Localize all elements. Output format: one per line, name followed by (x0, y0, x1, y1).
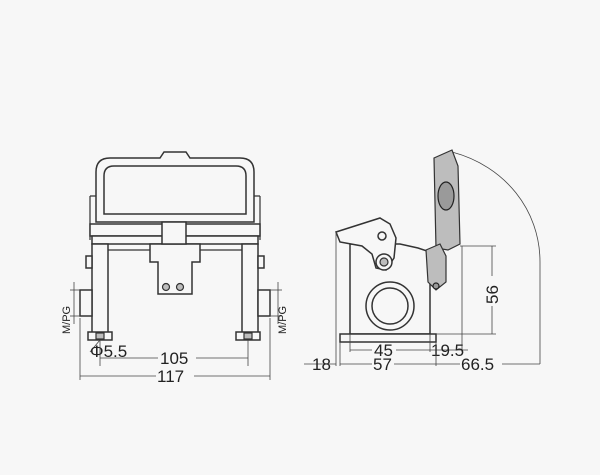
center-lock-block (149, 243, 201, 295)
hook-pivot-inner (379, 257, 389, 267)
foot-hole-right (243, 332, 253, 340)
dim-105-label: 105 (160, 349, 188, 368)
cable-entry-inner (371, 287, 409, 325)
hole-leader (89, 339, 101, 353)
side-stud-left (85, 255, 93, 269)
cover-seal (437, 181, 455, 211)
side-base-plate (339, 333, 437, 343)
latch-screw (432, 282, 440, 290)
housing-body-left (91, 243, 109, 335)
hole-dim-label: Φ5.5 (90, 342, 127, 361)
thread-boss-left (79, 289, 93, 317)
dim-18-label: 18 (312, 355, 331, 374)
lock-screw-left (161, 282, 171, 292)
center-top-pin (161, 221, 187, 245)
front-view: M/PG M/PG Φ5.5 105 117 (61, 151, 289, 386)
hook-pin (377, 231, 387, 241)
thread-dim-left (70, 282, 80, 324)
lock-screw-right (175, 282, 185, 292)
housing-body-right (241, 243, 259, 335)
cover-latch (425, 243, 447, 291)
cover-swing-arc (451, 151, 541, 364)
foot-hole-left (95, 332, 105, 340)
dim-19-5-label: 19.5 (431, 341, 464, 360)
mpg-label-left: M/PG (61, 306, 73, 334)
dim-57-label: 57 (373, 355, 392, 374)
dim-45-label: 45 (374, 341, 393, 360)
dim-56-label: 56 (483, 285, 502, 304)
thread-dim-right (270, 282, 282, 324)
side-stud-right (257, 255, 265, 269)
side-view: 18 45 19.5 57 66.5 56 (304, 149, 541, 374)
dim-66-5-label: 66.5 (461, 355, 494, 374)
mpg-label-right: M/PG (277, 306, 289, 334)
dim-117-label: 117 (157, 367, 184, 386)
thread-boss-right (257, 289, 271, 317)
locking-lever-window (103, 165, 247, 215)
